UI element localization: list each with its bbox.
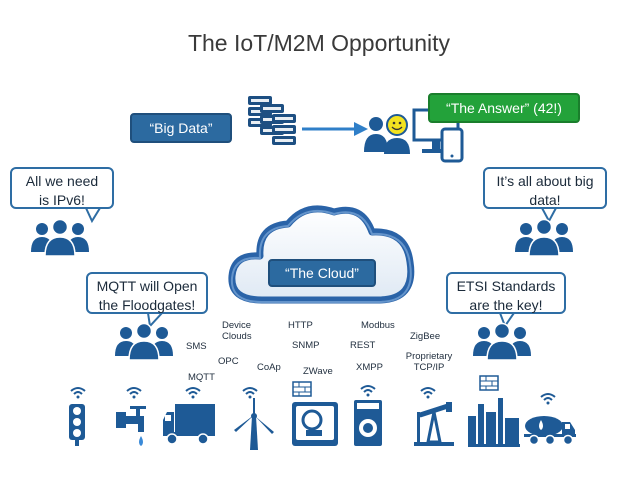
etsi-bubble: ETSI Standards are the key! <box>446 272 566 314</box>
people-group-icon <box>115 322 173 361</box>
protocol-rest: REST <box>350 340 376 351</box>
wifi-icon <box>185 387 201 399</box>
wifi-icon <box>242 387 258 399</box>
wind-turbine-icon <box>234 398 274 450</box>
tablet-icon <box>440 127 464 163</box>
protocol-coap: CoAp <box>257 362 281 373</box>
protocol-sms: SMS <box>186 341 207 352</box>
protocol-device-clouds: Device Clouds <box>222 320 252 342</box>
firewall-icon <box>292 381 312 397</box>
big-data-bubble: “Big Data” <box>130 113 232 143</box>
the-cloud-label: “The Cloud” <box>268 259 376 287</box>
arrow-icon <box>302 122 368 136</box>
wifi-icon <box>360 385 376 397</box>
big-data-opinion-bubble: It’s all about big data! <box>483 167 607 209</box>
smiley-user-icon <box>364 114 410 154</box>
protocol-xmpp: XMPP <box>356 362 383 373</box>
firewall-icon <box>479 375 499 391</box>
wifi-icon <box>70 387 86 399</box>
factory-icon <box>468 398 520 447</box>
people-group-icon <box>515 218 573 257</box>
protocol-proprietary: Proprietary TCP/IP <box>405 351 453 373</box>
the-answer-bubble: “The Answer” (42!) <box>428 93 580 123</box>
washing-machine-icon <box>354 400 382 446</box>
traffic-light-icon <box>69 404 85 446</box>
water-tap-icon <box>116 406 146 446</box>
protocol-zwave: ZWave <box>303 366 333 377</box>
cloud-icon <box>228 205 415 304</box>
wifi-icon <box>540 393 556 405</box>
page-title: The IoT/M2M Opportunity <box>187 30 451 56</box>
mqtt-bubble: MQTT will Open the Floodgates! <box>86 272 208 314</box>
protocol-mqtt: MQTT <box>188 372 215 383</box>
ipv6-bubble: All we need is IPv6! <box>10 167 114 209</box>
people-group-icon <box>473 322 531 361</box>
wifi-icon <box>126 387 142 399</box>
tanker-truck-icon <box>524 416 576 446</box>
protocol-http: HTTP <box>288 320 313 331</box>
protocol-snmp: SNMP <box>292 340 320 351</box>
protocol-modbus: Modbus <box>361 320 395 331</box>
people-group-icon <box>31 218 89 257</box>
protocol-opc: OPC <box>218 356 239 367</box>
wifi-icon <box>420 387 436 399</box>
oil-pump-icon <box>414 402 454 446</box>
protocol-zigbee: ZigBee <box>410 331 441 342</box>
security-camera-icon <box>292 402 338 446</box>
truck-icon <box>163 404 215 445</box>
